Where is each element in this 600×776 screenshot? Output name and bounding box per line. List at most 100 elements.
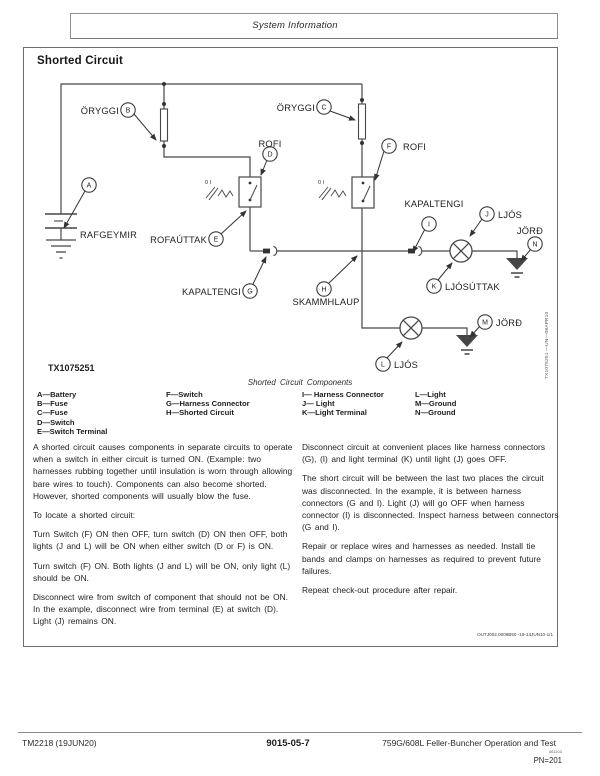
label-ground-n: JÖRÐ	[517, 226, 543, 236]
junction-dots	[162, 82, 364, 148]
light-l-symbol	[399, 316, 423, 340]
paragraph: The short circuit will be between the la…	[302, 473, 559, 533]
section-title: Shorted Circuit	[37, 55, 124, 67]
content-box	[23, 47, 558, 647]
node-a: A	[81, 177, 97, 193]
paragraph: Turn switch (F) ON. Both lights (J and L…	[33, 560, 291, 583]
footer-page-number: 9015-05-7	[266, 738, 310, 749]
label-switch-f: ROFI	[403, 142, 426, 152]
ground-m-symbol	[456, 335, 478, 355]
paragraph: Repair or replace wires and harnesses as…	[302, 541, 541, 576]
running-header-title: System Information	[252, 20, 338, 31]
svg-text:F: F	[387, 144, 391, 151]
legend-item: E—Switch Terminal	[37, 426, 108, 436]
node-k: K	[426, 278, 442, 294]
footer-manual-number: TM2218 (19JUN20)	[22, 738, 97, 748]
svg-text:B: B	[126, 108, 131, 115]
legend-item: M—Ground	[415, 399, 457, 409]
label-light-l: LJÓS	[394, 360, 418, 370]
node-circles: A B C D E F G H I J K L M N	[81, 99, 543, 372]
paragraph: A shorted circuit causes components in s…	[33, 442, 293, 501]
figure-side-caption: TX1075251 —UN—08APR10	[545, 311, 550, 379]
svg-text:E: E	[214, 237, 219, 244]
legend-item: B—Fuse	[37, 399, 68, 409]
node-l: L	[375, 356, 391, 372]
running-header-box	[70, 13, 558, 39]
body-column-left: A shorted circuit causes components in s…	[33, 441, 296, 635]
fuse-b-symbol	[159, 108, 169, 142]
legend-item: I— Harness Connector	[302, 390, 384, 399]
node-b: B	[120, 102, 136, 118]
node-e: E	[208, 231, 224, 247]
svg-text:D: D	[267, 152, 272, 159]
legend-item: A—Battery	[37, 390, 77, 399]
switch-d-marks: 0 I	[205, 180, 212, 186]
connector-i-symbol	[408, 245, 423, 257]
svg-text:A: A	[87, 183, 92, 190]
legend-item: F—Switch	[166, 390, 203, 399]
node-j: J	[479, 206, 495, 222]
footer-print-code: 061103	[548, 749, 562, 754]
paragraph: Disconnect wire from switch of component…	[33, 592, 288, 627]
label-short-circuit: SKAMMHLAUP	[292, 297, 359, 307]
light-j-symbol	[449, 239, 473, 263]
node-f: F	[381, 138, 397, 154]
legend-item: N—Ground	[415, 408, 456, 418]
legend-item: H—Shorted Circuit	[166, 408, 234, 418]
ground-n-symbol	[506, 258, 528, 278]
legend-column-3: I— Harness Connector J— Light K—Light Te…	[302, 390, 384, 418]
body-column-right: Disconnect circuit at convenient places …	[302, 441, 559, 603]
legend-item: L—Light	[415, 390, 446, 399]
circuit-wires	[60, 83, 518, 335]
node-c: C	[316, 99, 332, 115]
node-g: G	[242, 283, 258, 299]
svg-text:G: G	[247, 289, 252, 296]
node-i: I	[421, 216, 437, 232]
svg-text:C: C	[321, 105, 326, 112]
diagram-labels: ÖRYGGI ÖRYGGI ROFI ROFI RAFGEYMIR ROFAÚT…	[80, 103, 543, 370]
paragraph: Disconnect circuit at convenient places …	[302, 442, 546, 465]
label-ground-m: JÖRÐ	[496, 318, 522, 328]
label-battery: RAFGEYMIR	[80, 230, 137, 240]
footer-manual-title: 759G/608L Feller-Buncher Operation and T…	[382, 738, 556, 748]
svg-text:N: N	[532, 242, 537, 249]
paragraph: To locate a shorted circuit:	[33, 510, 136, 521]
label-light-j: LJÓS	[498, 210, 522, 220]
label-connector-i: KAPALTENGI	[404, 199, 463, 209]
legend-column-2: F—Switch G—Harness Connector H—Shorted C…	[166, 390, 250, 418]
figure-caption: Shorted Circuit Components	[247, 378, 353, 387]
node-n: N	[527, 236, 543, 252]
footer-rule	[18, 732, 582, 734]
label-fuse-b: ÖRYGGI	[81, 106, 119, 116]
switch-d-symbol	[205, 176, 262, 208]
node-m: M	[477, 314, 493, 330]
leader-arrows	[63, 110, 532, 359]
footer-pn: PN=201	[533, 756, 562, 765]
label-connector-g: KAPALTENGI	[182, 287, 241, 297]
figure-id: TX1075251	[48, 363, 95, 373]
paragraph: Repeat check-out procedure after repair.	[302, 585, 458, 596]
label-switch-d: ROFI	[258, 139, 281, 149]
label-fuse-c: ÖRYGGI	[277, 103, 315, 113]
connector-g-symbol	[263, 245, 278, 257]
legend-item: G—Harness Connector	[166, 399, 250, 409]
node-h: H	[316, 281, 332, 297]
paragraph: Turn Switch (F) ON then OFF, turn switch…	[33, 529, 288, 552]
legend-column-4: L—Light M—Ground N—Ground	[415, 390, 456, 418]
label-light-terminal: LJÓSÚTTAK	[445, 282, 500, 292]
fuse-c-symbol	[357, 103, 367, 140]
label-switch-terminal: ROFAÚTTAK	[150, 235, 207, 245]
svg-text:L: L	[381, 362, 385, 369]
legend-column-1: A—Battery B—Fuse C—Fuse D—Switch E—Switc…	[37, 390, 107, 436]
svg-text:M: M	[482, 320, 488, 327]
svg-text:I: I	[428, 222, 430, 229]
battery-symbol	[45, 213, 77, 259]
svg-text:J: J	[485, 212, 489, 219]
legend-item: C—Fuse	[37, 408, 68, 418]
node-d: D	[262, 146, 278, 162]
switch-f-marks: 0 I	[318, 180, 325, 186]
legend-item: K—Light Terminal	[302, 408, 367, 418]
switch-f-symbol	[318, 176, 375, 209]
svg-text:H: H	[321, 287, 326, 294]
